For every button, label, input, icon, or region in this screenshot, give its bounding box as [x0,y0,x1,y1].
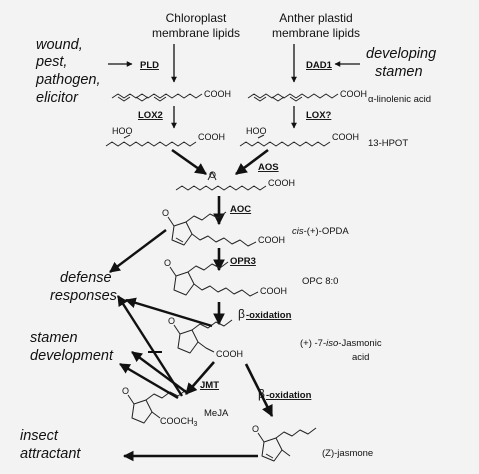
cooh-label: COOH [268,178,295,188]
cyclopentanone-ring [173,271,195,296]
jasmone-ring [261,437,283,462]
enzyme-lox2: LOX2 [138,110,163,121]
methyl-bond [281,449,291,457]
double-bond [135,96,149,102]
hydroperoxy-bond [257,134,265,139]
keto-bond [127,394,135,405]
enzyme-pld: PLD [140,60,159,71]
anther-label-line2: membrane lipids [272,26,360,40]
response-defense-line2: responses [50,288,117,304]
allene-oxide-chain [175,185,267,191]
epoxide-ring [207,171,217,181]
linolenic-chain-right [247,93,339,99]
beta-symbol: β [238,307,245,321]
double-bond [253,96,267,102]
stimulus-elicitor: elicitor [36,90,79,106]
arrow-jasmonic-to-defense [124,297,213,328]
cooch3-label: COOCH3 [160,416,198,428]
cooh-label: COOH [204,89,231,99]
stimulus-stamen: stamen [375,64,423,80]
response-insect-line2: attractant [20,446,81,462]
linolenic-chain-left [111,93,203,99]
enzyme-aoc: AOC [230,204,251,215]
stimulus-pathogen: pathogen, [35,72,101,88]
keto-o-label: O [122,386,129,396]
double-bond [271,96,285,102]
keto-bond [167,216,175,227]
keto-bond [169,266,177,277]
opc-side-chain [187,261,229,273]
ring-double-bond [265,453,274,459]
hpot-chain-right [239,141,331,147]
jasmone-side-chain [275,427,317,439]
keto-o-label: O [164,258,171,268]
hoo-label: HOO [246,126,267,136]
compound-meja: MeJA [204,408,229,419]
meja-ester-chain [151,411,161,419]
jasmonic-ring [177,329,199,354]
arrow-beta-oxidation-2 [244,363,274,418]
response-stamen-line2: development [30,348,114,364]
enzyme-beta-oxidation-1: -oxidation [246,310,292,321]
stimulus-wound: wound, [36,37,83,53]
jasmonic-acid-chain [197,341,215,353]
double-bond [289,96,303,102]
stimulus-developing: developing [366,46,436,62]
hoo-label: HOO [112,126,133,136]
opc-acid-chain [193,283,259,297]
hpot-chain-left [105,141,197,147]
enzyme-jmt: JMT [200,380,219,391]
response-defense-line1: defense [60,270,112,286]
anther-label-line1: Anther plastid [279,11,352,25]
stimulus-pest: pest, [35,54,67,70]
enzyme-lox: LOX? [306,110,332,121]
cyclopentenone-ring [171,221,193,246]
arrow-meja-to-stamen [131,351,187,393]
compound-opda: cis-(+)-OPDA [292,226,349,237]
cooh-label: COOH [198,132,225,142]
keto-bond [173,324,181,335]
cooh-label: COOH [216,349,243,359]
enzyme-opr3: OPR3 [230,256,256,267]
cooh-label: COOH [332,132,359,142]
arrow-opda-to-defense [109,229,167,273]
compound-jasmonic-line1: (+) -7-iso-Jasmonic [300,338,382,349]
compound-jasmone: (Z)-jasmone [322,448,373,459]
arrow-jmt [185,361,215,395]
meja-side-chain [145,389,187,401]
hydroperoxy-bond [123,134,131,139]
enzyme-aos: AOS [258,162,279,173]
chloroplast-label-line2: membrane lipids [152,26,240,40]
cooh-label: COOH [260,286,287,296]
compound-13-hpot: 13-HPOT [368,138,408,149]
cooh-label: COOH [258,235,285,245]
keto-o-label: O [252,424,259,434]
response-insect-line1: insect [20,428,59,444]
compound-linolenic-acid: α-linolenic acid [368,94,431,105]
keto-o-label: O [162,208,169,218]
enzyme-dad1: DAD1 [306,60,333,71]
meja-ring [131,399,153,424]
cooh-label: COOH [340,89,367,99]
beta-symbol-2: β [258,387,265,401]
keto-o-label: O [168,316,175,326]
enzyme-beta-oxidation-2: -oxidation [266,390,312,401]
opda-side-chain [185,211,227,223]
keto-bond [257,432,265,443]
chloroplast-label-line1: Chloroplast [166,11,227,25]
compound-opc: OPC 8:0 [302,276,338,287]
arrow-meja-to-stamen-2 [119,362,179,400]
opda-acid-chain [191,233,257,247]
double-bond [117,96,131,102]
ring-double-bond [175,237,184,243]
epoxide-o-label: O [209,170,216,180]
arrow-hpot-right-to-aos [235,148,269,176]
double-bond [153,96,167,102]
compound-jasmonic-line2: acid [352,352,369,363]
response-stamen-line1: stamen [30,330,78,346]
arrow-meja-to-defense [116,295,184,397]
arrow-hpot-left-to-aos [171,148,207,176]
